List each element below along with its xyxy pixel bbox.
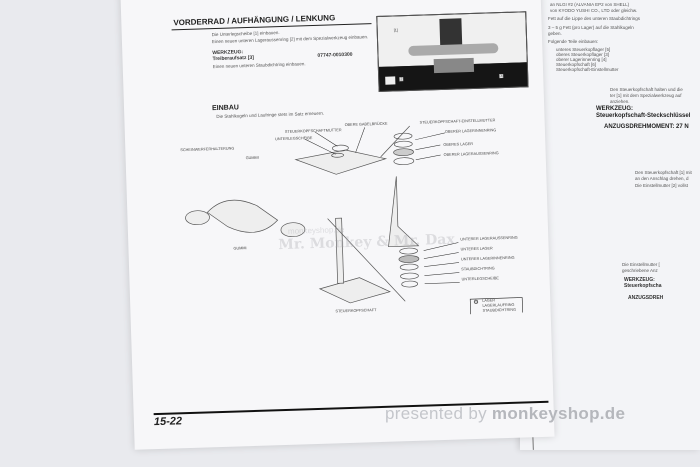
tool-label: WERKZEUG:: [624, 277, 655, 283]
exploded-diagram: [185, 125, 524, 320]
watermark-prefix: presented by: [385, 404, 492, 423]
diagram-label: GUMMI: [233, 246, 247, 251]
page-number: 15-22: [153, 415, 183, 429]
text-line: an den Anschlag drehen, d: [635, 176, 689, 181]
text-line: Den Steuerkopfschaft halten und die: [610, 87, 683, 92]
text-line: Fett auf die Lippe des unteren Staubdich…: [548, 16, 641, 21]
section-title: EINBAU: [211, 104, 240, 113]
legend-item: LAGER: [482, 298, 496, 303]
tool-name: Steuerkopfscha: [624, 283, 662, 289]
bullet-text: Die Stahlkugeln und Laufringe stets im S…: [216, 110, 325, 120]
diagram-label: GUMMI: [245, 155, 259, 161]
bearing-icon: ⚙: [473, 299, 479, 307]
photo-illustration: [377, 12, 528, 91]
left-page: VORDERRAD / AUFHÄNGUNG / LENKUNG Die Unt…: [120, 0, 555, 450]
text-line: geschriebene Anz: [622, 268, 658, 273]
list-item: unteres Steuerkopflager [5]: [556, 47, 611, 52]
photo-callout: [3]: [499, 74, 504, 79]
text-line: an NLGI #2 (ALVANIA EP2 von SHELL): [550, 2, 630, 7]
text-line: 3 – 5 g Fett (pro Lager) auf die Stahlku…: [548, 25, 634, 30]
photo-callout: [2]: [399, 77, 404, 82]
tool-name: Treiberaufsatz [3]: [212, 54, 255, 63]
tool-label: WERKZEUG:: [596, 106, 633, 112]
photo-callout: [1]: [393, 28, 399, 33]
photo-figure: [1] [2] [3]: [376, 11, 529, 92]
watermark: presented by monkeyshop.de: [385, 404, 625, 424]
torque: ANZUGSDREHMOMENT: 27 N: [604, 124, 689, 130]
text-line: Den Steuerkopfschaft [1] mit: [635, 170, 692, 175]
list-item: Steuerkopfschaft [6]: [556, 62, 597, 67]
list-item: oberes Steuerkopflager [3]: [556, 52, 610, 57]
text-line: anziehen.: [610, 99, 630, 104]
tool-number: 07747-0010300: [317, 51, 353, 59]
text-line: Die Einstellmutter [: [622, 262, 660, 267]
list-item: oberer Lagerinnenring [4]: [556, 57, 607, 62]
torque: ANZUGSDREH: [628, 295, 664, 301]
text-line: von KYODO YUSHI CO., LTD oder gleichw.: [550, 8, 638, 13]
text-line: Folgende Teile einbauen:: [548, 39, 599, 44]
text-line: geben.: [548, 31, 562, 36]
watermark-brand: monkeyshop.de: [491, 404, 626, 423]
text-line: ter [1] mit dem Spezialwerkzeug auf: [610, 93, 682, 98]
text-line: Die Einstellmutter [2] vollst: [635, 183, 689, 188]
list-item: Steuerkopfschaft-Einstellmutter: [556, 67, 619, 72]
step-text: Einen neuen unteren Staubdichtring einba…: [212, 61, 306, 70]
tool-name: Steuerkopfschaft-Steckschlüssel: [596, 113, 691, 119]
step-text: Die Unterlegscheibe [1] einbauen.: [211, 30, 280, 38]
watermark-url: monkeyshop.de: [287, 225, 345, 236]
